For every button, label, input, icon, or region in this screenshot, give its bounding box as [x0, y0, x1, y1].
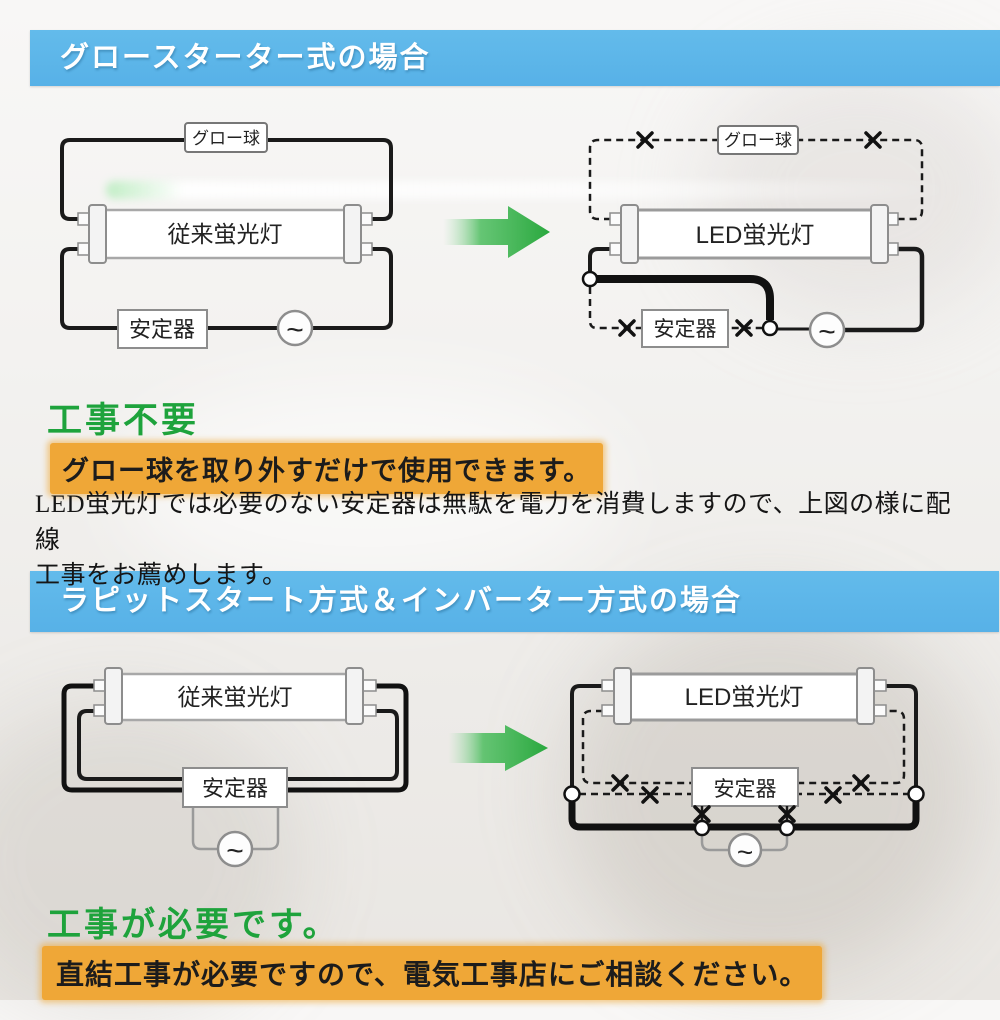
section1-banner: グロースターター式の場合	[30, 30, 1000, 86]
section1-body-text: LED蛍光灯では必要のない安定器は無駄を電力を消費しますので、上図の様に配線 工…	[35, 487, 975, 594]
glow-bulb-label: グロー球	[724, 131, 792, 150]
terminal-node	[907, 785, 925, 803]
led-tube-body	[628, 672, 862, 722]
terminal-node	[581, 270, 599, 288]
tube-label: LED蛍光灯	[696, 222, 815, 249]
terminal-node	[563, 785, 581, 803]
terminal-node	[693, 819, 711, 837]
tube-label: 従来蛍光灯	[178, 684, 293, 710]
tube-label: 従来蛍光灯	[168, 221, 283, 247]
ac-symbol: ~	[737, 837, 753, 868]
tube-endcap	[856, 667, 875, 725]
ac-wire	[844, 246, 925, 333]
outer-circuit-wire	[570, 684, 603, 787]
tube-endcap	[620, 204, 639, 264]
glow-bulb-box	[184, 122, 268, 153]
section1-highlight-text: グロー球を取り外すだけで使用できます。	[50, 443, 604, 494]
glow-bulb-box	[717, 125, 799, 155]
section2-banner: ラピットスタート方式＆インバーター方式の場合	[30, 571, 999, 632]
ballast-box	[117, 309, 208, 349]
diagram-rapidstart-before: 従来蛍光灯 安定器 ~	[61, 667, 409, 868]
starter-circuit-wire-cut	[588, 138, 924, 221]
ballast-wire-cut	[588, 287, 762, 330]
direct-connection-wire	[568, 800, 920, 831]
section2-heading: 工事が必要です。	[47, 906, 340, 944]
diagram-glowstarter-after: LED蛍光灯 グロー球 安定器 ~	[581, 125, 925, 349]
tube-pin	[361, 679, 377, 692]
ac-source-icon	[216, 830, 254, 868]
ballast-box	[182, 767, 288, 808]
fluorescent-tube-body	[101, 208, 349, 260]
cut-mark-icon	[611, 774, 870, 823]
power-circuit-wire	[60, 247, 393, 330]
section1-heading: 工事不要	[47, 401, 200, 440]
tube-pin	[361, 704, 377, 717]
diagram-glowstarter-before: 従来蛍光灯 グロー球 安定器 ~	[60, 122, 393, 349]
pin-wire	[588, 247, 611, 271]
body-line: LED蛍光灯では必要のない安定器は無駄を電力を消費しますので、上図の様に配線	[35, 491, 952, 554]
ballast-label: 安定器	[202, 776, 268, 801]
ballast-label: 安定器	[129, 317, 195, 342]
terminal-node	[761, 319, 779, 337]
glow-bulb-label: グロー球	[192, 129, 260, 148]
tube-label: LED蛍光灯	[685, 684, 804, 711]
fluorescent-tube-body	[118, 672, 352, 722]
cut-mark-icon	[636, 131, 882, 149]
ballast-box	[641, 309, 729, 348]
diagram-rapidstart-after: LED蛍光灯 安定器 ~	[563, 667, 925, 868]
cut-mark-icon	[618, 319, 753, 337]
tube-endcap	[88, 204, 107, 264]
ballast-label: 安定器	[654, 318, 717, 341]
terminal-node	[778, 819, 796, 837]
ballast-label: 安定器	[714, 778, 777, 801]
ac-source-icon	[276, 309, 314, 347]
tube-endcap	[345, 667, 364, 725]
transition-arrow-icon	[443, 206, 550, 258]
tube-endcap	[870, 204, 889, 264]
ac-symbol: ~	[818, 316, 836, 349]
direct-connection-wire	[594, 275, 774, 320]
tube-endcap	[343, 204, 362, 264]
ac-source-icon	[808, 311, 846, 349]
ac-source-icon	[727, 832, 763, 868]
body-line: 工事をお薦めします。	[35, 562, 288, 589]
tube-endcap	[613, 667, 632, 725]
section2-highlight-text: 直結工事が必要ですので、電気工事店にご相談ください。	[42, 946, 823, 1000]
ballast-box	[691, 767, 799, 807]
ac-symbol: ~	[226, 835, 244, 868]
tube-endcap	[104, 667, 123, 725]
ac-symbol: ~	[286, 314, 304, 347]
transition-arrow-icon	[448, 725, 548, 771]
outer-circuit-wire	[885, 684, 918, 787]
